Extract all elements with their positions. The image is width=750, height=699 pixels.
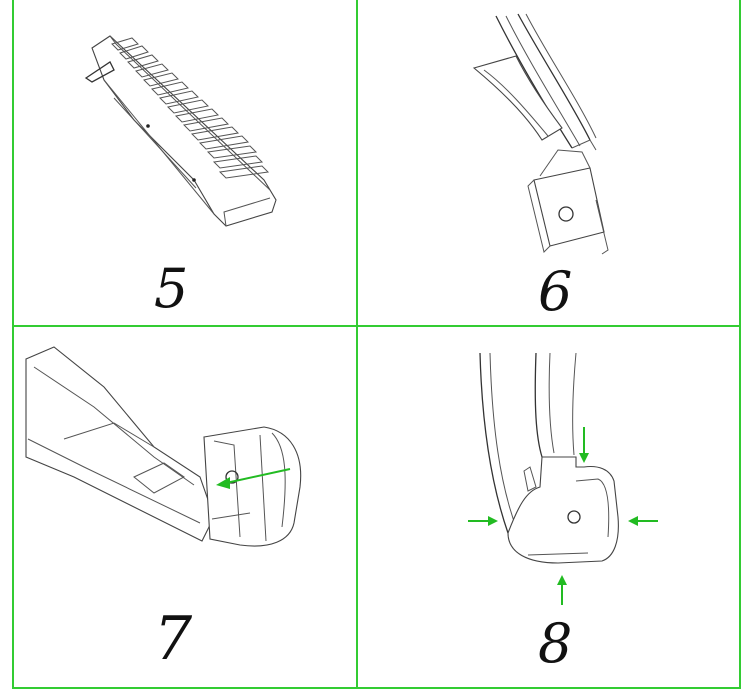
grid-divider-vertical: [356, 0, 358, 689]
wiper-adapter-insert-illustration: [25, 346, 302, 547]
wiper-clamp-illustration: [468, 352, 658, 605]
step-number: 8: [538, 612, 573, 675]
wiper-pad-illustration: [84, 35, 277, 227]
step-panel-5: 5: [14, 0, 356, 325]
step-panel-6: 6: [358, 0, 739, 325]
step-number: 7: [154, 604, 193, 674]
step-panel-7: 7: [14, 327, 356, 687]
grid-frame: [12, 0, 741, 689]
wiper-arm-end-illustration: [472, 13, 609, 255]
step-number: 6: [538, 260, 573, 323]
insert-arrow: [225, 468, 291, 484]
grid-divider-horizontal: [12, 325, 741, 327]
press-arrows: [468, 427, 658, 605]
step-number: 5: [154, 257, 189, 320]
step-panel-8: 8: [358, 327, 739, 687]
